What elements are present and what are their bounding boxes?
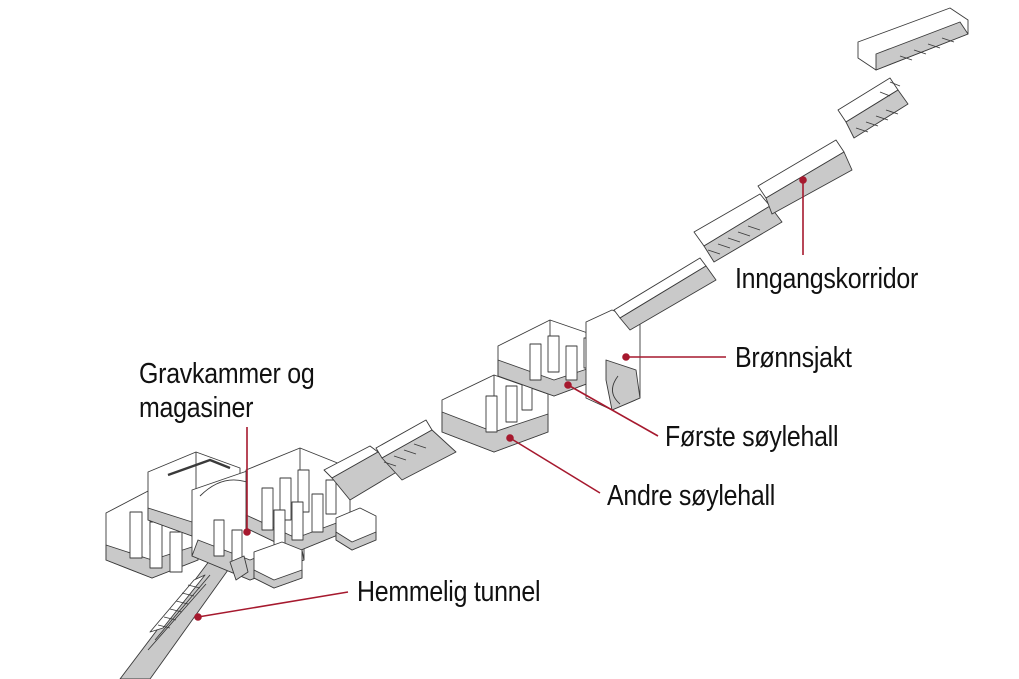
leader-hemmelig [194,591,349,621]
label-gravkammer-line2: magasiner [139,392,254,424]
label-gravkammer-line1: Gravkammer og [139,358,315,390]
label-bronnsjakt: Brønnsjakt [735,342,852,374]
leader-lines [194,176,807,621]
label-hemmelig-tunnel: Hemmelig tunnel [357,576,541,608]
leader-inngangskorridor [799,176,807,255]
well-shaft [585,309,641,411]
leader-gravkammer [243,427,251,536]
label-gravkammer: Gravkammer og magasiner [139,357,315,425]
label-andre-soylehall: Andre søylehall [607,480,776,512]
label-forste-soylehall: Første søylehall [665,421,839,453]
label-inngangskorridor: Inngangskorridor [735,263,919,295]
burial-chamber-complex [105,447,377,589]
second-pillared-hall [441,374,549,453]
entrance-corridor [613,7,969,331]
secret-tunnel [119,559,229,679]
tomb-structure [105,7,969,679]
leader-andre [506,434,601,494]
leader-bronnsjakt [622,353,726,361]
lower-corridor [323,419,457,501]
leader-forste [564,381,659,437]
